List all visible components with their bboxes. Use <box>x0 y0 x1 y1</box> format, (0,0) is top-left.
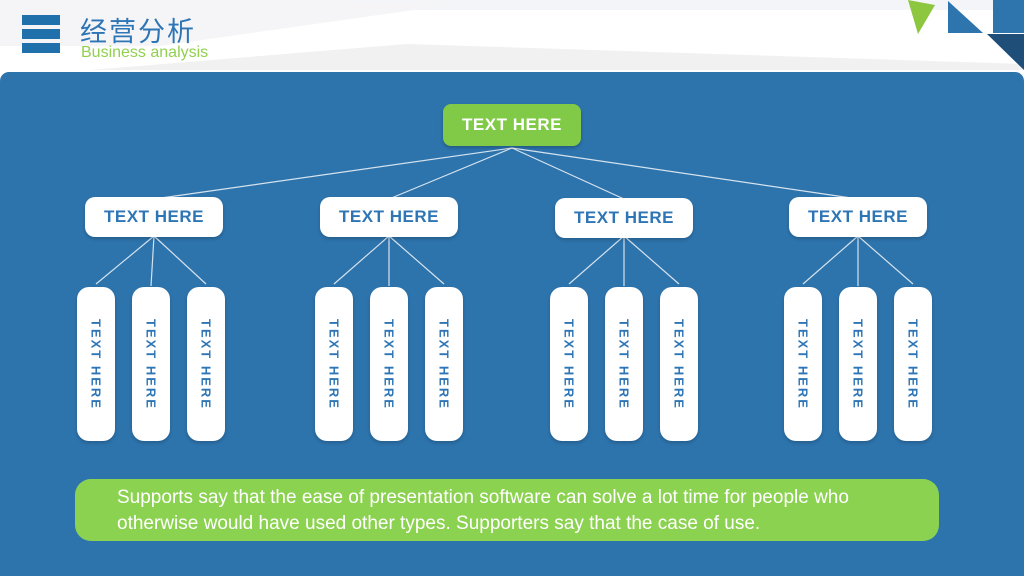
leaf-node-label: TEXT HERE <box>381 318 397 410</box>
branch-node-label: TEXT HERE <box>574 208 674 227</box>
leaf-node-label: TEXT HERE <box>795 318 811 410</box>
page-title: 经营分析 <box>80 17 196 47</box>
leaf-node: TEXT HERE <box>660 287 698 441</box>
page-subtitle: Business analysis <box>81 44 209 61</box>
leaf-node-label: TEXT HERE <box>143 318 159 410</box>
leaf-node: TEXT HERE <box>605 287 643 441</box>
leaf-node-label: TEXT HERE <box>850 318 866 410</box>
corner-triangles-icon <box>908 0 1024 70</box>
leaf-node: TEXT HERE <box>187 287 225 441</box>
leaf-node-label: TEXT HERE <box>436 318 452 410</box>
hamburger-icon <box>22 15 60 57</box>
branch-node-2: TEXT HERE <box>320 197 458 237</box>
leaf-node-label: TEXT HERE <box>905 318 921 410</box>
branch-node-label: TEXT HERE <box>104 207 204 226</box>
leaf-node-label: TEXT HERE <box>326 318 342 410</box>
note-text-line2: otherwise would have used other types. S… <box>117 513 761 534</box>
note-text-line1: Supports say that the ease of presentati… <box>117 487 849 508</box>
root-node: TEXT HERE <box>443 104 581 146</box>
leaf-node: TEXT HERE <box>839 287 877 441</box>
leaf-node-label: TEXT HERE <box>561 318 577 410</box>
leaf-node: TEXT HERE <box>77 287 115 441</box>
leaf-node: TEXT HERE <box>425 287 463 441</box>
branch-node-1: TEXT HERE <box>85 197 223 237</box>
note-box: Supports say that the ease of presentati… <box>75 479 939 541</box>
branch-node-label: TEXT HERE <box>339 207 439 226</box>
leaf-node-label: TEXT HERE <box>671 318 687 410</box>
branch-node-label: TEXT HERE <box>808 207 908 226</box>
root-node-label: TEXT HERE <box>462 115 562 134</box>
leaf-node: TEXT HERE <box>784 287 822 441</box>
leaf-node-label: TEXT HERE <box>616 318 632 410</box>
leaf-node: TEXT HERE <box>315 287 353 441</box>
branch-node-4: TEXT HERE <box>789 197 927 237</box>
leaf-node: TEXT HERE <box>132 287 170 441</box>
leaf-node: TEXT HERE <box>894 287 932 441</box>
leaf-node: TEXT HERE <box>370 287 408 441</box>
leaf-node-label: TEXT HERE <box>198 318 214 410</box>
leaf-node: TEXT HERE <box>550 287 588 441</box>
branch-node-3: TEXT HERE <box>555 198 693 238</box>
leaf-node-label: TEXT HERE <box>88 318 104 410</box>
